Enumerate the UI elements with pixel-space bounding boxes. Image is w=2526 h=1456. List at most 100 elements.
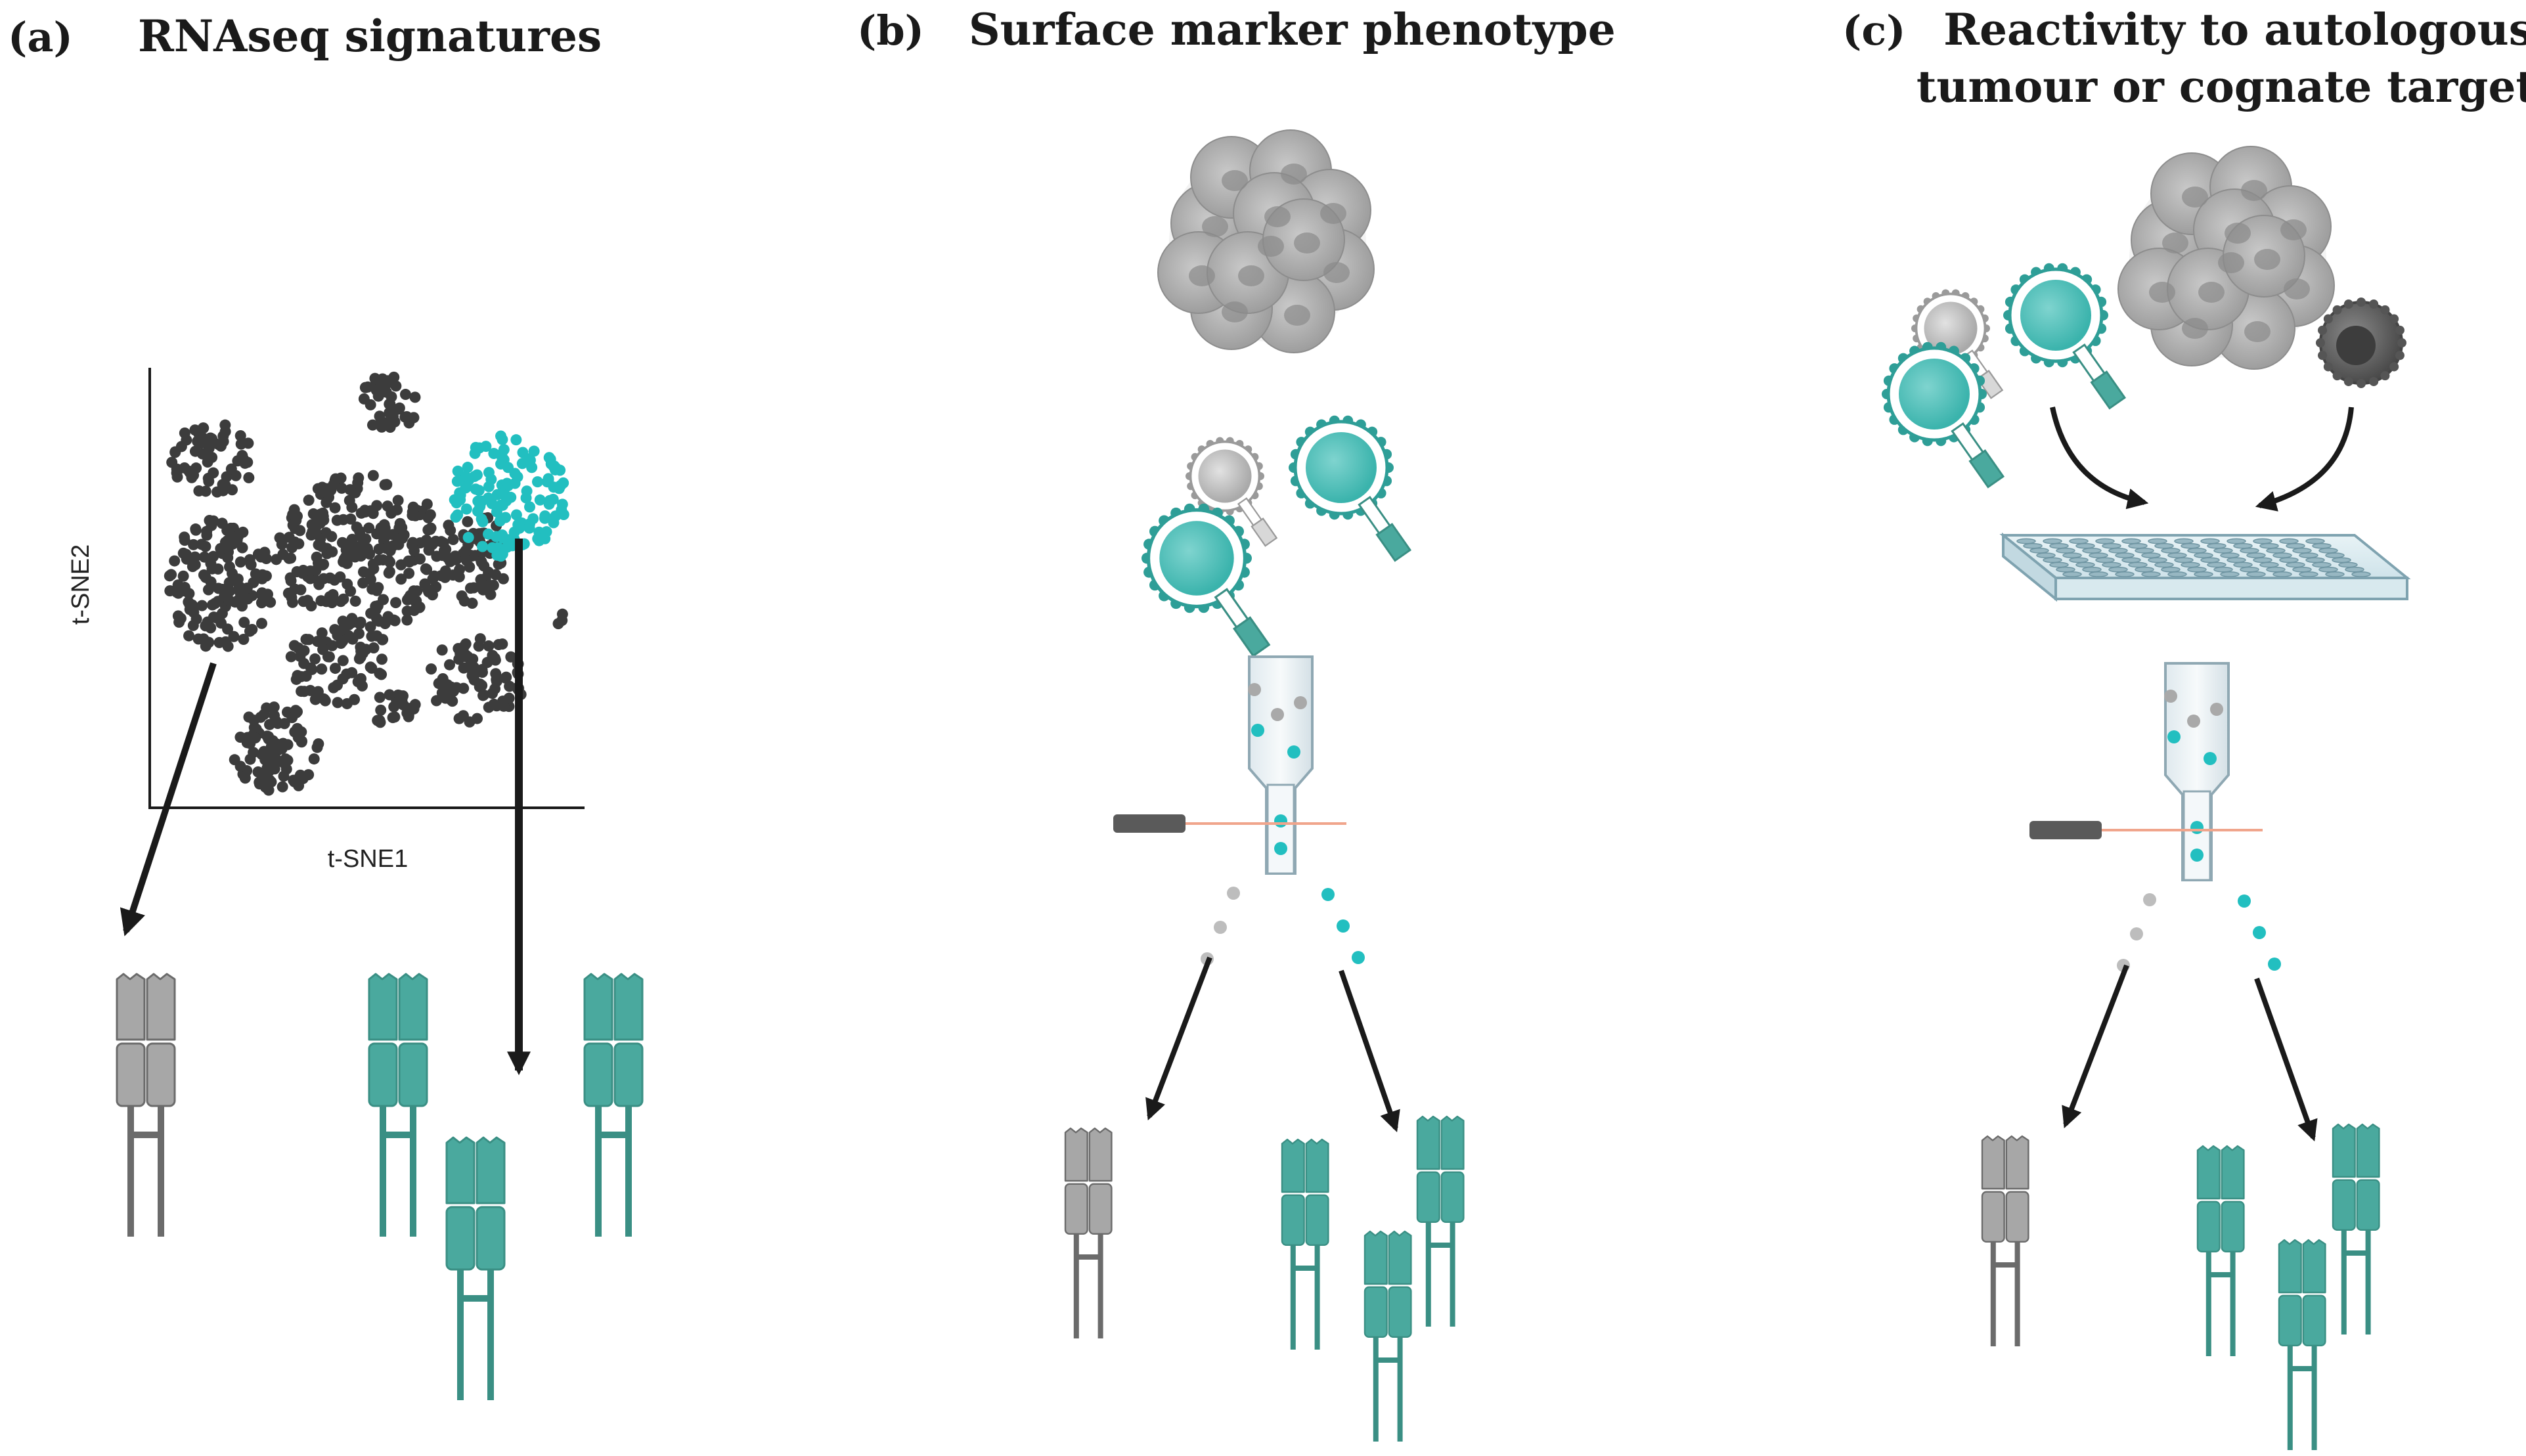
tsne-point bbox=[335, 472, 347, 484]
tsne-point bbox=[263, 784, 275, 796]
tsne-point bbox=[294, 525, 306, 537]
t-cell-icon bbox=[1185, 437, 1278, 547]
tsne-point bbox=[366, 630, 378, 642]
tsne-point bbox=[219, 636, 231, 648]
tsne-plot: t-SNE1 t-SNE2 bbox=[67, 368, 585, 873]
tsne-point bbox=[245, 559, 257, 571]
tsne-point bbox=[190, 523, 202, 535]
tcr-receptor-icon bbox=[2196, 1145, 2245, 1357]
tsne-point bbox=[376, 634, 388, 646]
tsne-point bbox=[437, 673, 449, 685]
tsne-point bbox=[489, 652, 500, 664]
tsne-point bbox=[304, 684, 316, 696]
tsne-point bbox=[374, 715, 386, 726]
tsne-point bbox=[278, 770, 290, 782]
tsne-point bbox=[337, 615, 349, 627]
arrow-sort-teal-c bbox=[2254, 977, 2318, 1142]
tsne-point bbox=[436, 644, 448, 656]
tsne-point bbox=[437, 550, 449, 562]
tsne-point bbox=[236, 600, 248, 612]
t-cells-b bbox=[1141, 415, 1412, 657]
tsne-point bbox=[523, 453, 535, 465]
tsne-point bbox=[282, 739, 294, 751]
tsne-point bbox=[510, 509, 522, 521]
tsne-point bbox=[386, 391, 397, 403]
tsne-point bbox=[303, 495, 315, 506]
tsne-point bbox=[312, 483, 324, 495]
tsne-point bbox=[277, 781, 288, 793]
tsne-point bbox=[445, 525, 456, 537]
tsne-point bbox=[203, 636, 215, 648]
t-cell-icon bbox=[1289, 415, 1412, 562]
tsne-y-label: t-SNE2 bbox=[67, 544, 95, 625]
tsne-point bbox=[225, 522, 237, 534]
tsne-point bbox=[403, 567, 415, 579]
tsne-point bbox=[365, 661, 376, 673]
tsne-point bbox=[431, 695, 443, 707]
tsne-point bbox=[451, 682, 462, 694]
tsne-point bbox=[397, 690, 409, 702]
tsne-point bbox=[259, 546, 271, 558]
tsne-point bbox=[355, 616, 366, 628]
tsne-point bbox=[355, 507, 367, 519]
tsne-point bbox=[558, 509, 569, 521]
tsne-point bbox=[326, 531, 338, 542]
tsne-point bbox=[477, 540, 489, 552]
tsne-point bbox=[196, 600, 208, 611]
tsne-point bbox=[352, 477, 364, 489]
tsne-point bbox=[395, 573, 407, 585]
tsne-point bbox=[544, 453, 556, 465]
t-cell-icon bbox=[1141, 503, 1271, 657]
tsne-point bbox=[219, 419, 231, 431]
tsne-point bbox=[200, 540, 211, 552]
tsne-point bbox=[497, 573, 509, 585]
tsne-point bbox=[380, 542, 392, 554]
tsne-point bbox=[360, 533, 372, 545]
tsne-point bbox=[198, 422, 210, 434]
tsne-point bbox=[447, 695, 458, 707]
tsne-point bbox=[316, 627, 328, 639]
tsne-point bbox=[388, 701, 400, 713]
tsne-point bbox=[234, 761, 246, 772]
tsne-point bbox=[409, 604, 420, 616]
tsne-point bbox=[296, 686, 307, 697]
tcr-receptor-icon bbox=[1416, 1115, 1465, 1327]
tsne-point bbox=[534, 494, 546, 506]
flow-sorter-icon bbox=[2029, 662, 2281, 972]
tsne-point bbox=[206, 563, 218, 575]
tsne-point bbox=[387, 712, 399, 724]
tsne-point bbox=[548, 517, 560, 529]
tsne-point bbox=[318, 558, 330, 570]
tsne-point bbox=[365, 574, 376, 586]
tsne-point bbox=[390, 597, 402, 609]
tsne-point bbox=[173, 587, 185, 599]
tsne-point bbox=[317, 510, 329, 522]
well-plate-icon bbox=[1999, 532, 2411, 602]
panel-b-label: (b) bbox=[857, 7, 924, 55]
tsne-point bbox=[285, 651, 297, 663]
tsne-point bbox=[373, 554, 385, 566]
tsne-point bbox=[393, 522, 405, 534]
tsne-point bbox=[491, 674, 502, 686]
tsne-point bbox=[384, 407, 395, 418]
tsne-point bbox=[476, 680, 488, 692]
tsne-point bbox=[323, 651, 335, 663]
tsne-point bbox=[390, 380, 402, 392]
tsne-point bbox=[374, 692, 386, 703]
tsne-point bbox=[494, 515, 506, 527]
tsne-point bbox=[255, 617, 267, 629]
tsne-point bbox=[306, 663, 318, 675]
tsne-point bbox=[179, 531, 190, 543]
tsne-point bbox=[366, 419, 378, 431]
tsne-point bbox=[510, 434, 522, 446]
tsne-point bbox=[175, 613, 187, 625]
cell-droplet bbox=[1294, 696, 1307, 709]
tsne-point-clusters bbox=[164, 371, 569, 796]
tsne-point bbox=[452, 465, 464, 477]
panel-a-label: (a) bbox=[8, 13, 73, 61]
tsne-point bbox=[460, 503, 472, 515]
tsne-point bbox=[363, 522, 375, 534]
tsne-point bbox=[495, 430, 507, 442]
cell-droplet bbox=[1248, 683, 1261, 696]
tsne-point bbox=[219, 479, 231, 491]
